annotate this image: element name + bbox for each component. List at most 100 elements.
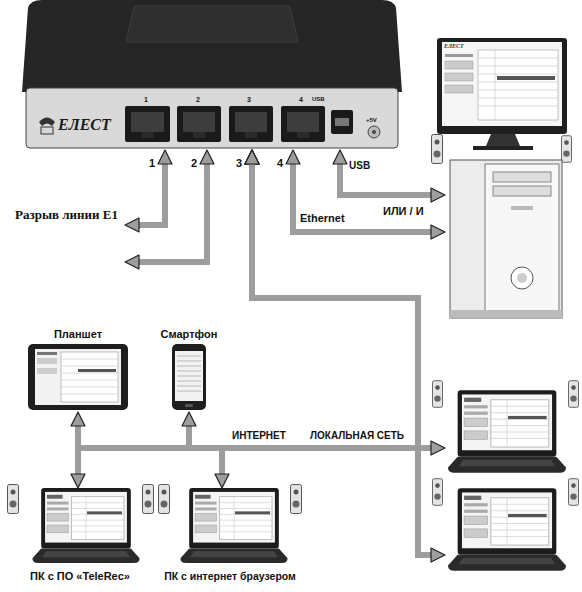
port-label: USB <box>312 96 325 103</box>
tablet-screen <box>35 349 121 405</box>
port-label: ЛОКАЛЬНАЯ СЕТЬ <box>310 430 404 442</box>
node-shape <box>160 328 218 412</box>
drive-bay <box>493 172 551 182</box>
connector-arrow <box>189 156 418 448</box>
port-label: 2 <box>191 157 197 170</box>
speaker-symbol <box>159 485 170 514</box>
port-label: 3 <box>247 96 251 104</box>
speaker-symbol <box>291 485 302 514</box>
port-socket <box>287 112 319 132</box>
lan-branch-arrow <box>418 445 439 451</box>
logo-handset <box>39 118 55 127</box>
screen-line <box>37 352 57 355</box>
desktop-pc: ЕЛЕСТ <box>445 38 572 318</box>
smartphone-device: Смартфон <box>160 328 218 412</box>
port-label: 2 <box>196 96 200 104</box>
screen-table <box>61 352 118 402</box>
speaker-symbol <box>143 485 154 514</box>
connector-arrow <box>340 156 439 195</box>
monitor-foot <box>473 146 533 150</box>
connector-arrow <box>78 156 418 482</box>
laptop-pc: ПК с ПО «TeleRec» <box>5 488 155 592</box>
node-shape <box>445 38 572 318</box>
laptop-symbol <box>448 390 566 473</box>
port-socket <box>235 112 267 132</box>
laptop-symbol <box>448 488 566 571</box>
connector-arrow <box>78 156 418 448</box>
drive-bay <box>493 186 551 196</box>
drive-slot <box>511 206 533 210</box>
port-label: +5V <box>366 117 377 124</box>
connector-label: ИЛИ / И <box>383 205 424 218</box>
port-label: 4 <box>277 157 283 170</box>
speaker-symbol <box>561 136 571 163</box>
power-socket <box>368 126 380 138</box>
screen-button <box>37 358 57 364</box>
power-pin <box>372 130 376 134</box>
phone-screen <box>175 351 203 401</box>
node-text: Смартфон <box>160 328 218 341</box>
laptop-symbol <box>32 488 139 563</box>
port-latch <box>297 132 309 138</box>
speaker-symbol <box>432 135 443 164</box>
device-top-panel <box>126 6 298 42</box>
screen-grid <box>478 50 558 120</box>
monitor-screen <box>442 42 562 126</box>
device-body <box>22 0 402 92</box>
tablet-body <box>28 344 128 410</box>
speaker-symbol <box>568 479 578 506</box>
screen-button <box>445 61 473 69</box>
speaker-symbol <box>8 485 19 514</box>
device-box: ЕЛЕСТ <box>22 0 402 150</box>
node-text: ПК с интернет браузером <box>155 570 305 582</box>
line-break-note: Разрыв линии E1 <box>15 208 118 223</box>
port-socket <box>183 112 215 132</box>
phone-button <box>185 404 193 407</box>
node-shape <box>28 328 128 412</box>
node-text: ПК с ПО «TeleRec» <box>5 570 155 583</box>
connector-arrow <box>293 156 439 232</box>
screen-button <box>445 73 473 81</box>
monitor-frame <box>437 38 567 134</box>
screen-button <box>445 85 473 93</box>
screen-button <box>37 368 57 374</box>
speaker-symbol <box>432 381 442 408</box>
screen-table <box>478 50 558 120</box>
node-text: ЕЛЕСТ <box>444 43 464 50</box>
phone-body <box>172 344 206 410</box>
ethernet-port <box>125 106 170 142</box>
power-button <box>511 267 533 289</box>
tablet-device: Планшет <box>28 328 128 412</box>
ethernet-port <box>229 106 273 142</box>
speaker-symbol <box>568 381 578 408</box>
screen-line <box>445 54 473 57</box>
port-label: ИНТЕРНЕТ <box>232 430 286 442</box>
tower-front <box>485 164 559 314</box>
port-label: USB <box>349 160 370 172</box>
tower-case <box>450 160 562 318</box>
port-latch <box>193 132 205 138</box>
laptop-pc: ПК с интернет браузером <box>155 488 305 592</box>
ethernet-port <box>177 106 221 142</box>
screen-grid <box>61 359 118 394</box>
monitor-stand <box>486 134 520 146</box>
node-text: Планшет <box>28 328 128 341</box>
port-label: 1 <box>144 96 148 104</box>
port-latch <box>142 132 154 138</box>
e1-line-arrow <box>131 156 165 225</box>
screen-grid <box>177 356 201 391</box>
screen-signal <box>497 76 555 80</box>
usb-port <box>331 110 353 134</box>
logo-phone-base <box>41 127 53 134</box>
ethernet-port <box>281 106 325 142</box>
screen-signal <box>78 369 116 372</box>
port-label: 3 <box>236 157 242 170</box>
speaker-symbol <box>432 479 442 506</box>
port-latch <box>245 132 257 138</box>
e1-line-arrow <box>131 156 207 262</box>
laptop-symbol <box>180 488 287 563</box>
power-button-core <box>517 273 527 283</box>
port-label: 1 <box>149 157 155 170</box>
usb-socket <box>335 118 349 126</box>
